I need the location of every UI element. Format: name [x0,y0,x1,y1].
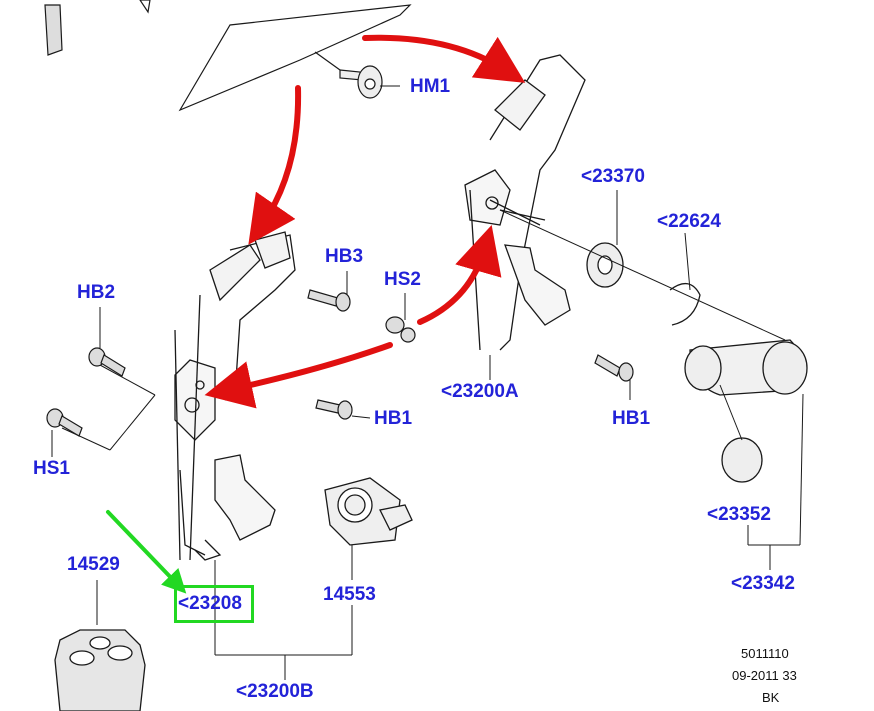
callout-hs2: HS2 [384,269,421,290]
left-window-regulator [174,231,296,561]
hm1-bolt [314,51,383,99]
footer-code: 5011110 [741,646,789,661]
hs2-bolt [385,316,416,343]
callout-23200a: <23200A [441,381,519,402]
hs1-bolt [46,408,83,437]
callout-23352: <23352 [707,504,771,525]
footer-date: 09-2011 33 [732,668,797,683]
window-glass [44,0,412,112]
callout-22624: <22624 [657,211,721,232]
callout-hb1-left: HB1 [374,408,413,429]
callout-23370: <23370 [581,166,645,187]
hb3-bolt [307,289,351,312]
hb2-bolt [88,347,126,377]
red-flow-arrows [204,34,526,409]
hb1-right-bolt [594,354,634,382]
footer-suffix: BK [762,690,780,705]
callout-hb1-right: HB1 [612,408,651,429]
callout-hm1: HM1 [410,76,451,97]
callout-hb3: HB3 [325,246,364,267]
green-pointer-arrow [106,510,187,594]
callout-14529: 14529 [67,554,120,575]
callout-23200b: <23200B [236,681,314,702]
window-motor [324,477,413,546]
leader-lines [51,85,804,680]
callout-hs1: HS1 [33,458,70,479]
seal-washer-clip-assembly [586,242,808,483]
hb1-left-bolt [315,399,353,420]
callout-23342: <23342 [731,573,795,594]
window-switch [54,629,146,711]
right-window-regulator [464,54,586,351]
callout-23208: <23208 [178,593,242,614]
highlight-box [174,585,254,623]
callout-hb2: HB2 [77,282,116,303]
callout-14553: 14553 [323,584,376,605]
